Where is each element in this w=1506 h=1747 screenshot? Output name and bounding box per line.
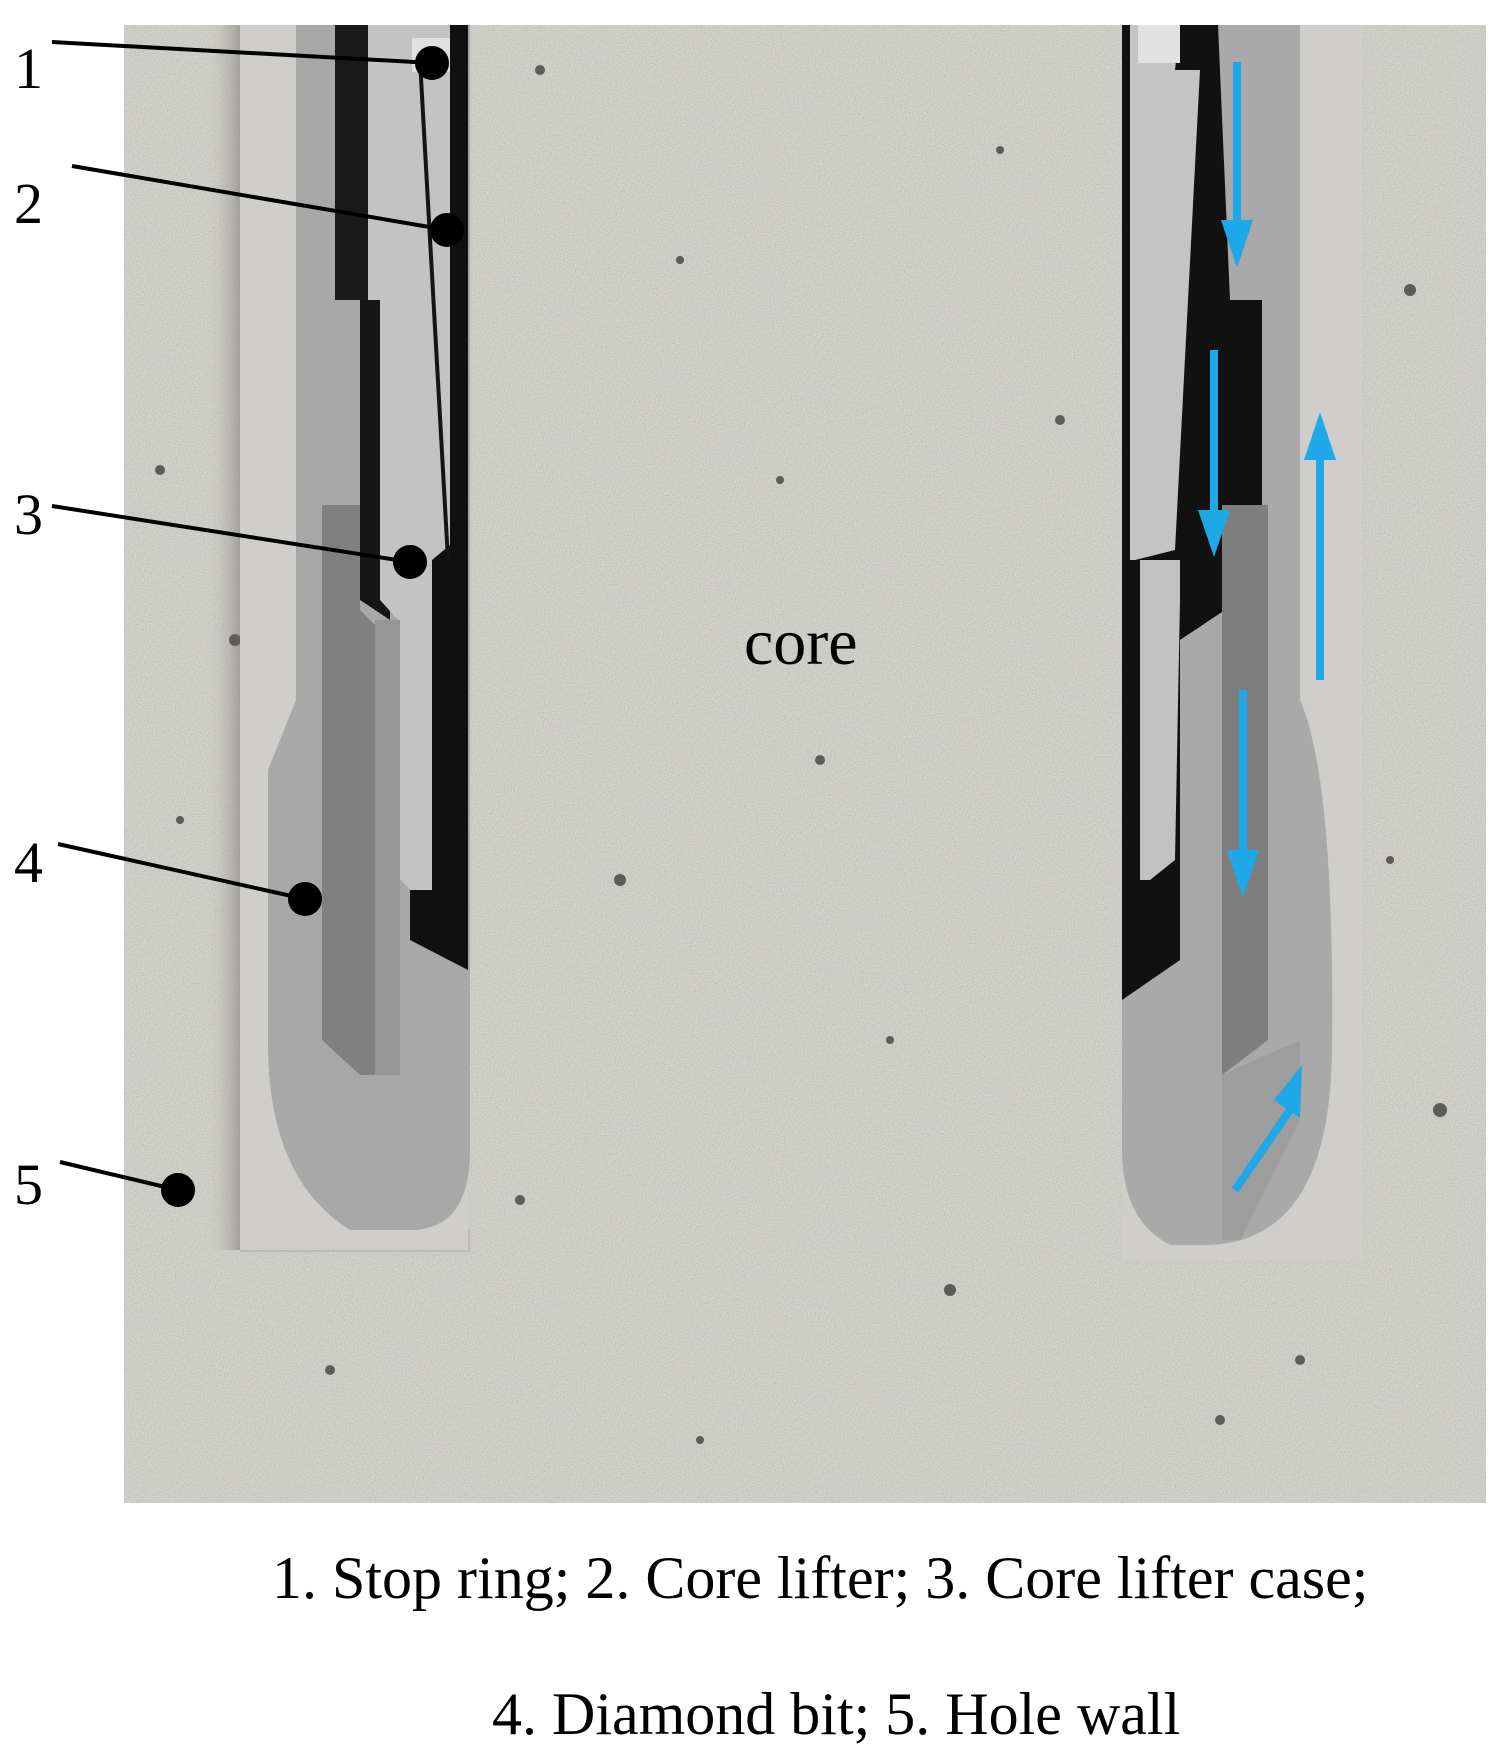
right-drill-section bbox=[1122, 25, 1362, 1260]
leader-3 bbox=[51, 504, 427, 579]
flow-down-arrow-icon bbox=[1221, 62, 1253, 268]
flow-up-arrow-icon bbox=[1304, 412, 1336, 680]
left-drill-section bbox=[240, 25, 470, 1250]
core-lifter bbox=[418, 59, 450, 561]
core-lifter-case bbox=[1130, 25, 1200, 560]
flow-diagonal-arrow-icon bbox=[1231, 1065, 1302, 1193]
callout-4: 4 bbox=[14, 830, 43, 895]
caption-line-1: 1. Stop ring; 2. Core lifter; 3. Core li… bbox=[272, 1545, 1369, 1611]
diamond-bit-insert bbox=[322, 505, 375, 1075]
leader-4 bbox=[57, 842, 322, 916]
leader-1 bbox=[51, 40, 449, 80]
caption-line-2: 4. Diamond bit; 5. Hole wall bbox=[492, 1681, 1181, 1747]
callout-5: 5 bbox=[14, 1152, 43, 1217]
flow-down-arrow-icon bbox=[1227, 690, 1259, 898]
callout-leaders bbox=[51, 40, 464, 1207]
callout-1: 1 bbox=[14, 36, 43, 101]
callout-3: 3 bbox=[14, 482, 43, 547]
flow-down-arrow-icon bbox=[1198, 350, 1230, 557]
leader-2 bbox=[71, 164, 464, 247]
drilling-fluid-flow bbox=[1198, 62, 1336, 1193]
core-label: core bbox=[744, 606, 858, 679]
stop-ring bbox=[1138, 25, 1180, 63]
leader-5 bbox=[59, 1160, 195, 1207]
callout-2: 2 bbox=[14, 171, 43, 236]
